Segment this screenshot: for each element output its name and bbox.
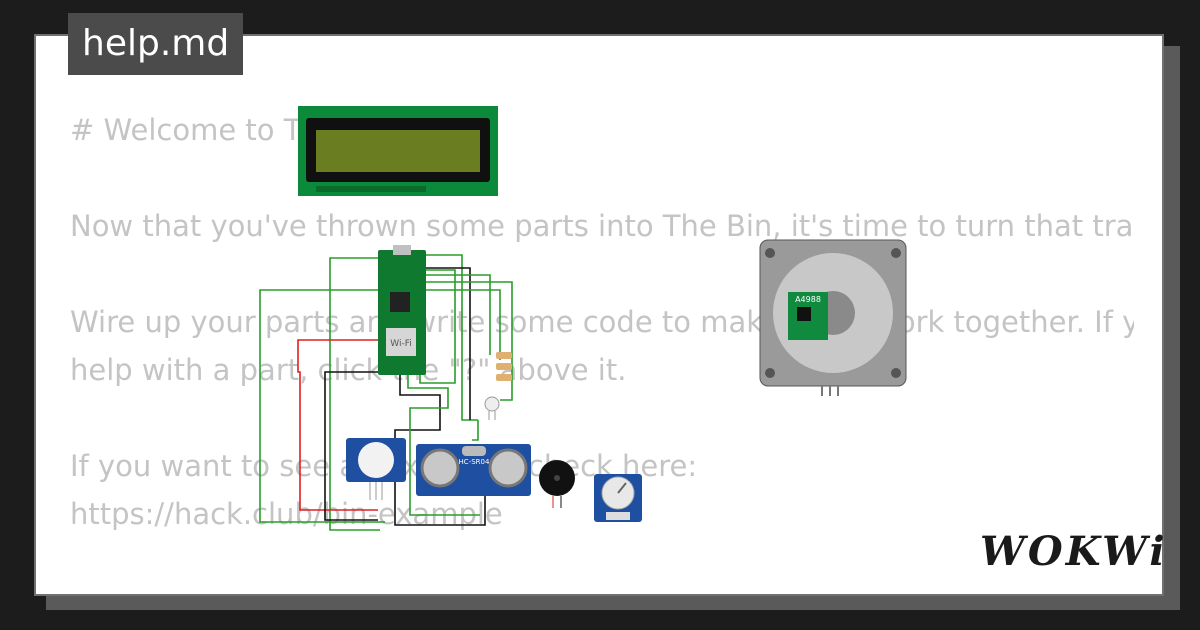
pir-sensor[interactable] xyxy=(346,438,406,500)
stepper-driver[interactable]: A4988 xyxy=(788,292,828,340)
readme-line: Wire up your parts and write some code t… xyxy=(70,305,1134,339)
editor-panel: # Welcome to The Bin! Now that you've th… xyxy=(34,34,1164,596)
readme-line: help with a part, click the "?" above it… xyxy=(70,353,627,387)
potentiometer[interactable] xyxy=(594,474,642,522)
readme-line: Now that you've thrown some parts into T… xyxy=(70,209,1134,243)
wire xyxy=(407,372,480,516)
wire xyxy=(324,371,385,521)
wire xyxy=(297,339,378,511)
wire xyxy=(472,420,479,441)
wires xyxy=(259,254,513,531)
wire xyxy=(419,269,456,384)
lcd-display[interactable] xyxy=(298,106,498,196)
wire xyxy=(425,281,513,401)
ultrasonic-label: HC-SR04 xyxy=(459,458,490,466)
wire xyxy=(259,289,385,523)
stepper-motor[interactable] xyxy=(759,239,907,396)
buzzer[interactable] xyxy=(539,460,575,508)
wire xyxy=(425,274,491,355)
readme-text: # Welcome to The Bin! Now that you've th… xyxy=(70,106,1134,594)
wire xyxy=(394,372,486,526)
driver-label: A4988 xyxy=(795,295,821,304)
file-tab[interactable]: help.md xyxy=(68,13,244,75)
pico-wifi-label: Wi-Fi xyxy=(390,339,411,349)
wokwi-logo: WOKWi xyxy=(980,528,1168,575)
wire xyxy=(425,289,501,360)
led[interactable] xyxy=(484,396,500,420)
wire xyxy=(329,257,380,531)
wire xyxy=(425,267,471,420)
readme-line: You can use the help channel to ask in #… xyxy=(70,586,1134,594)
resistors[interactable] xyxy=(496,352,512,381)
ultrasonic-sensor[interactable]: HC-SR04 xyxy=(416,444,531,496)
pico-w-board[interactable]: Wi-Fi xyxy=(378,245,426,375)
